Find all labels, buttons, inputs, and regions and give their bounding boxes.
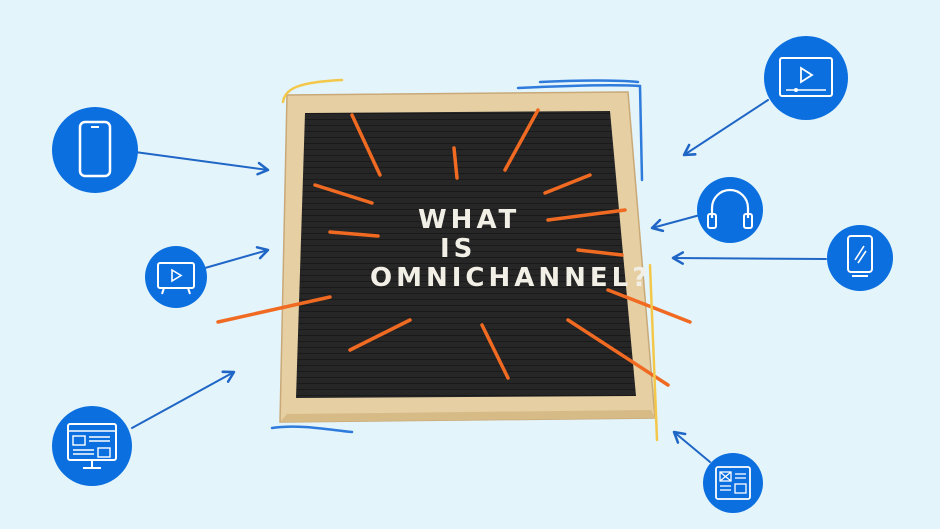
arrow-video (682, 99, 769, 157)
smartphone-icon (52, 107, 138, 193)
letter-board: WHAT IS OMNICHANNEL? (216, 91, 692, 423)
arrow-desktop (131, 370, 236, 429)
arrow-smartphone (134, 151, 270, 176)
burst-lines (216, 108, 692, 387)
scribbles (270, 78, 659, 442)
yellow-scribble-right (648, 263, 659, 442)
tablet-icon (827, 225, 893, 291)
arrow-tablet (671, 251, 827, 265)
arrow-newsletter (672, 430, 711, 463)
video-player-icon (764, 36, 848, 120)
blue-scribble-bottom-left (270, 425, 354, 434)
yellow-scribble-top (281, 78, 344, 104)
tv-play-icon (145, 246, 207, 308)
arrow-headphones (650, 214, 701, 233)
blue-scribble-top-right (516, 83, 644, 182)
board-line-1: WHAT (418, 205, 520, 235)
desktop-website-icon (52, 406, 132, 486)
arrows (131, 99, 827, 463)
board-line-3: OMNICHANNEL? (370, 263, 651, 293)
board-line-2: IS (440, 234, 476, 264)
board-felt (296, 111, 636, 398)
arrow-tv (204, 246, 270, 269)
newsletter-icon (703, 453, 763, 513)
blue-scribble-top-right-2 (538, 79, 640, 84)
headphones-icon (697, 177, 763, 243)
